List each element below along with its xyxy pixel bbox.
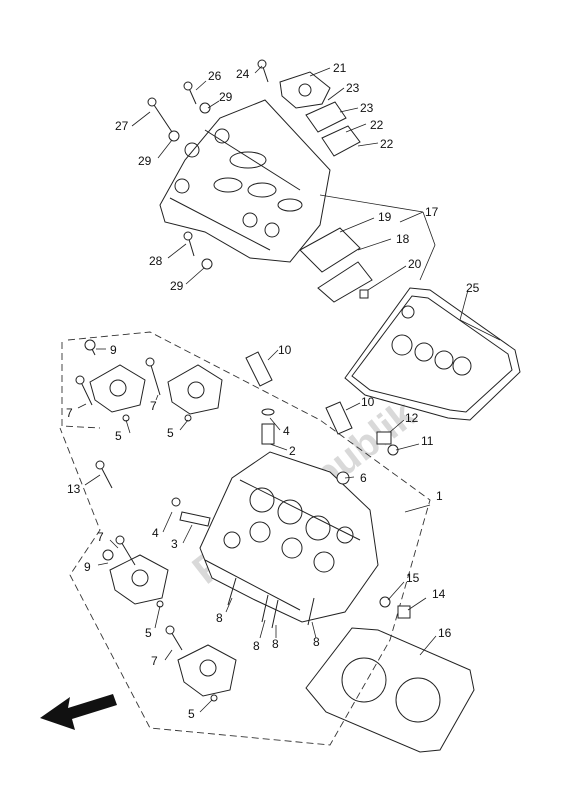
callout-22-lower: 22 bbox=[380, 137, 394, 151]
plate-19-18 bbox=[299, 227, 373, 303]
callout-8-a: 8 bbox=[216, 611, 223, 625]
callout-8-c: 8 bbox=[272, 637, 279, 651]
reed-valve-23 bbox=[305, 101, 347, 133]
camshaft-cap-lower-left bbox=[109, 554, 169, 605]
callout-22-upper: 22 bbox=[370, 118, 384, 132]
plugs-and-washers bbox=[336, 431, 411, 619]
callout-9-lower: 9 bbox=[84, 560, 91, 574]
callout-8-b: 8 bbox=[253, 639, 260, 653]
callout-29-bottom: 29 bbox=[170, 279, 184, 293]
callout-25: 25 bbox=[466, 281, 480, 295]
reed-valve-22 bbox=[321, 125, 361, 157]
callout-23-upper: 23 bbox=[346, 81, 360, 95]
callout-24: 24 bbox=[236, 67, 250, 81]
camshaft-cap-upper-left bbox=[89, 364, 146, 413]
front-arrow-icon bbox=[40, 694, 117, 730]
spark-plugs bbox=[245, 351, 353, 435]
callout-5-upper-right: 5 bbox=[167, 426, 174, 440]
small-fasteners bbox=[75, 339, 218, 702]
callout-13: 13 bbox=[67, 482, 81, 496]
callout-7-lower-right: 7 bbox=[151, 654, 158, 668]
callout-16: 16 bbox=[438, 626, 452, 640]
callout-29-top: 29 bbox=[219, 90, 233, 104]
callout-19: 19 bbox=[378, 210, 392, 224]
callout-28: 28 bbox=[149, 254, 163, 268]
callout-20: 20 bbox=[408, 257, 422, 271]
callout-3: 3 bbox=[171, 537, 178, 551]
callout-5-upper-left: 5 bbox=[115, 429, 122, 443]
callout-21: 21 bbox=[333, 61, 347, 75]
callout-10-upper: 10 bbox=[278, 343, 292, 357]
callout-4-right: 4 bbox=[283, 424, 290, 438]
bolts-top bbox=[147, 59, 269, 270]
callout-1: 1 bbox=[436, 489, 443, 503]
callout-26: 26 bbox=[208, 69, 222, 83]
camshaft-cap-upper-right bbox=[167, 364, 223, 415]
callout-18: 18 bbox=[396, 232, 410, 246]
callout-9-upper: 9 bbox=[110, 343, 117, 357]
cylinder-head bbox=[199, 451, 379, 623]
callout-17: 17 bbox=[425, 205, 439, 219]
callout-23-lower: 23 bbox=[360, 101, 374, 115]
camshaft-cap-lower-right bbox=[177, 644, 237, 697]
callout-14: 14 bbox=[432, 587, 446, 601]
head-group-outline bbox=[59, 331, 431, 746]
dowel-pins-and-sleeves bbox=[171, 408, 275, 527]
callout-6: 6 bbox=[360, 471, 367, 485]
callout-15: 15 bbox=[406, 571, 420, 585]
head-gasket bbox=[305, 627, 475, 753]
camcap-group-outline bbox=[61, 342, 101, 429]
studs bbox=[227, 577, 315, 629]
callout-7-lower-left: 7 bbox=[97, 530, 104, 544]
callout-labels: 1 2 3 4 4 5 5 5 5 6 7 7 7 7 8 8 8 8 9 9 … bbox=[66, 61, 480, 721]
callout-5-lower-left: 5 bbox=[145, 626, 152, 640]
callout-7-upper-left: 7 bbox=[66, 406, 73, 420]
callout-8-d: 8 bbox=[313, 635, 320, 649]
callout-4-left: 4 bbox=[152, 526, 159, 540]
callout-5-lower-right: 5 bbox=[188, 707, 195, 721]
callout-11: 11 bbox=[421, 434, 434, 448]
callout-7-upper-mid: 7 bbox=[150, 399, 157, 413]
callout-29-left: 29 bbox=[138, 154, 152, 168]
cover-gasket bbox=[344, 287, 521, 421]
cylinder-head-cover bbox=[159, 99, 331, 263]
breather-cover bbox=[279, 71, 331, 109]
callout-27: 27 bbox=[115, 119, 129, 133]
callout-2: 2 bbox=[289, 444, 296, 458]
callout-12: 12 bbox=[405, 411, 419, 425]
leader-lines bbox=[77, 65, 501, 713]
bolt-20 bbox=[359, 289, 369, 299]
callout-10-lower: 10 bbox=[361, 395, 375, 409]
